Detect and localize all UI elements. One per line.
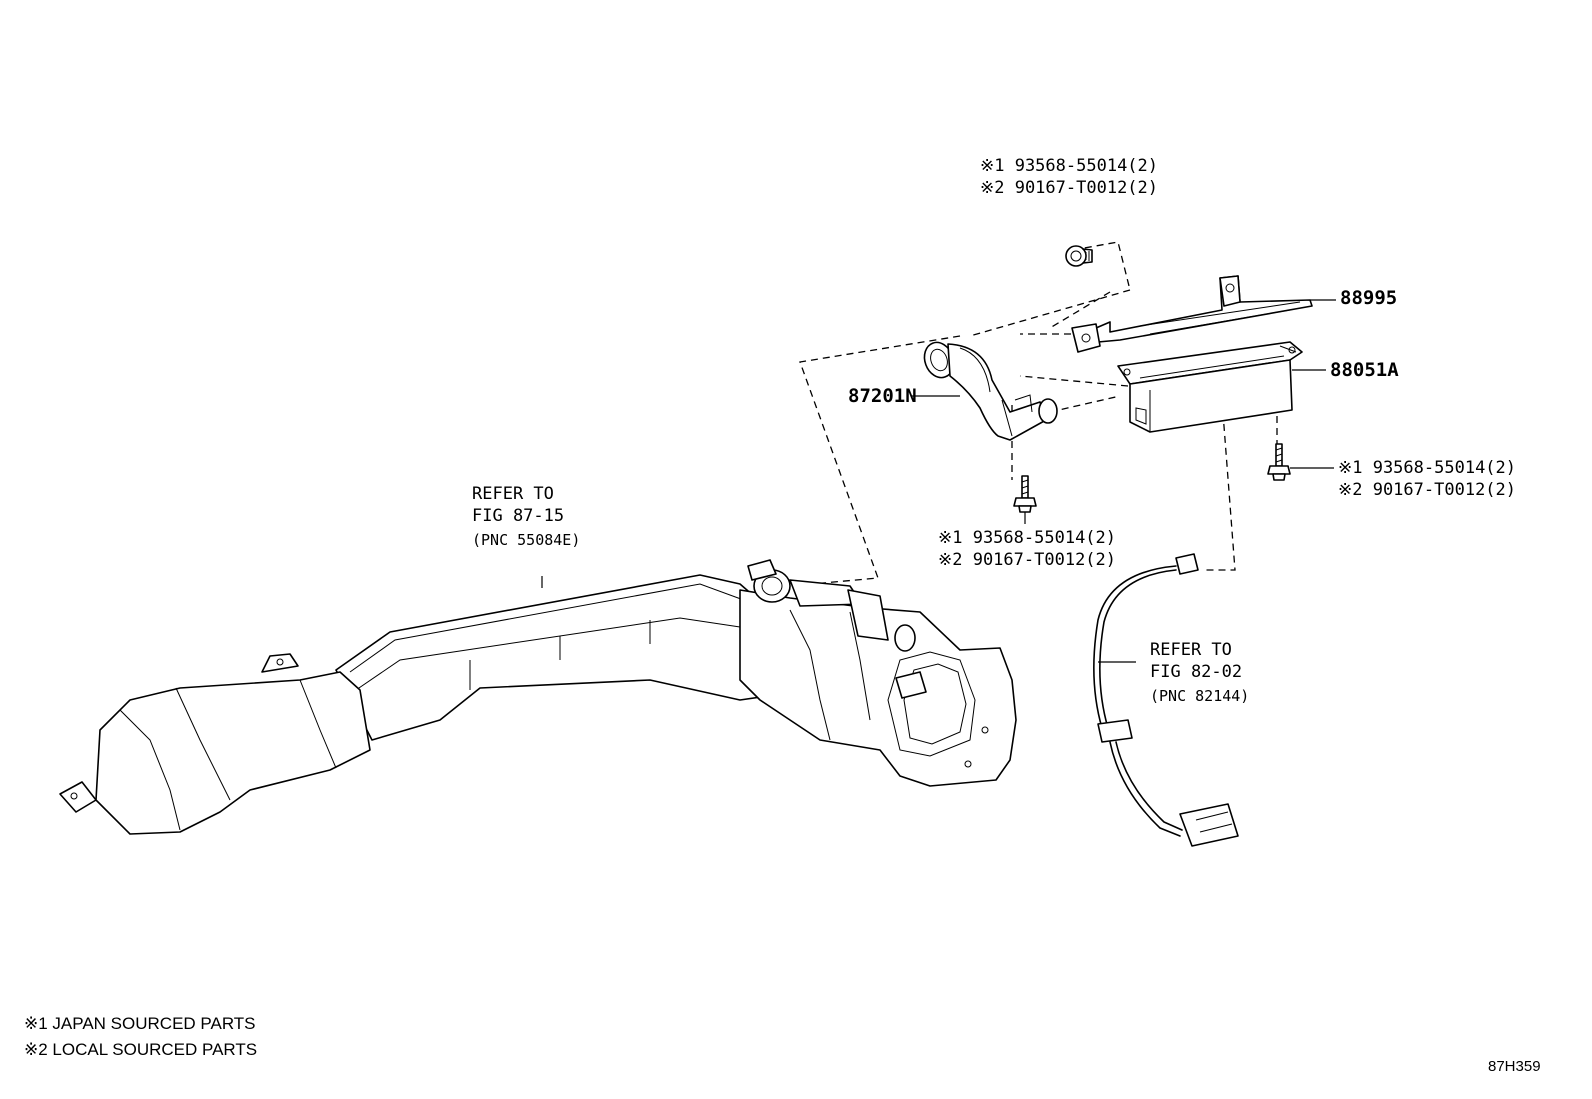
screw-center-label-1: ※1 93568-55014(2) <box>938 528 1117 548</box>
screw-center-label-2: ※2 90167-T0012(2) <box>938 550 1117 570</box>
figure-id: 87H359 <box>1488 1058 1541 1075</box>
legend-japan-sourced: ※1 JAPAN SOURCED PARTS <box>24 1014 256 1033</box>
hose-87201N <box>923 341 1058 441</box>
refer-harness-line-2: FIG 82-02 <box>1150 662 1243 682</box>
amplifier-88051A <box>1117 341 1303 433</box>
part-number-88995: 88995 <box>1340 287 1398 309</box>
part-number-87201N: 87201N <box>848 385 917 407</box>
legend-local-sourced: ※2 LOCAL SOURCED PARTS <box>24 1040 258 1059</box>
refer-duct-line-3: (PNC 55084E) <box>472 531 581 549</box>
screw-top-label-1: ※1 93568-55014(2) <box>980 156 1159 176</box>
screw-center <box>1013 475 1037 513</box>
refer-duct-line-1: REFER TO <box>472 484 554 504</box>
wire-harness <box>1093 553 1239 847</box>
refer-harness-line-1: REFER TO <box>1150 640 1232 660</box>
screw-right <box>1267 443 1291 481</box>
leader-lines <box>541 299 1336 663</box>
screw-right-label-2: ※2 90167-T0012(2) <box>1338 480 1517 500</box>
assembly-lines <box>789 241 1278 587</box>
bracket-88995 <box>1071 275 1313 353</box>
part-number-88051A: 88051A <box>1330 359 1399 381</box>
nut-top <box>1065 245 1093 267</box>
screw-top-label-2: ※2 90167-T0012(2) <box>980 178 1159 198</box>
refer-duct-line-2: FIG 87-15 <box>472 506 565 526</box>
refer-harness-line-3: (PNC 82144) <box>1150 687 1250 705</box>
screw-right-label-1: ※1 93568-55014(2) <box>1338 458 1517 478</box>
air-duct <box>59 559 1017 835</box>
